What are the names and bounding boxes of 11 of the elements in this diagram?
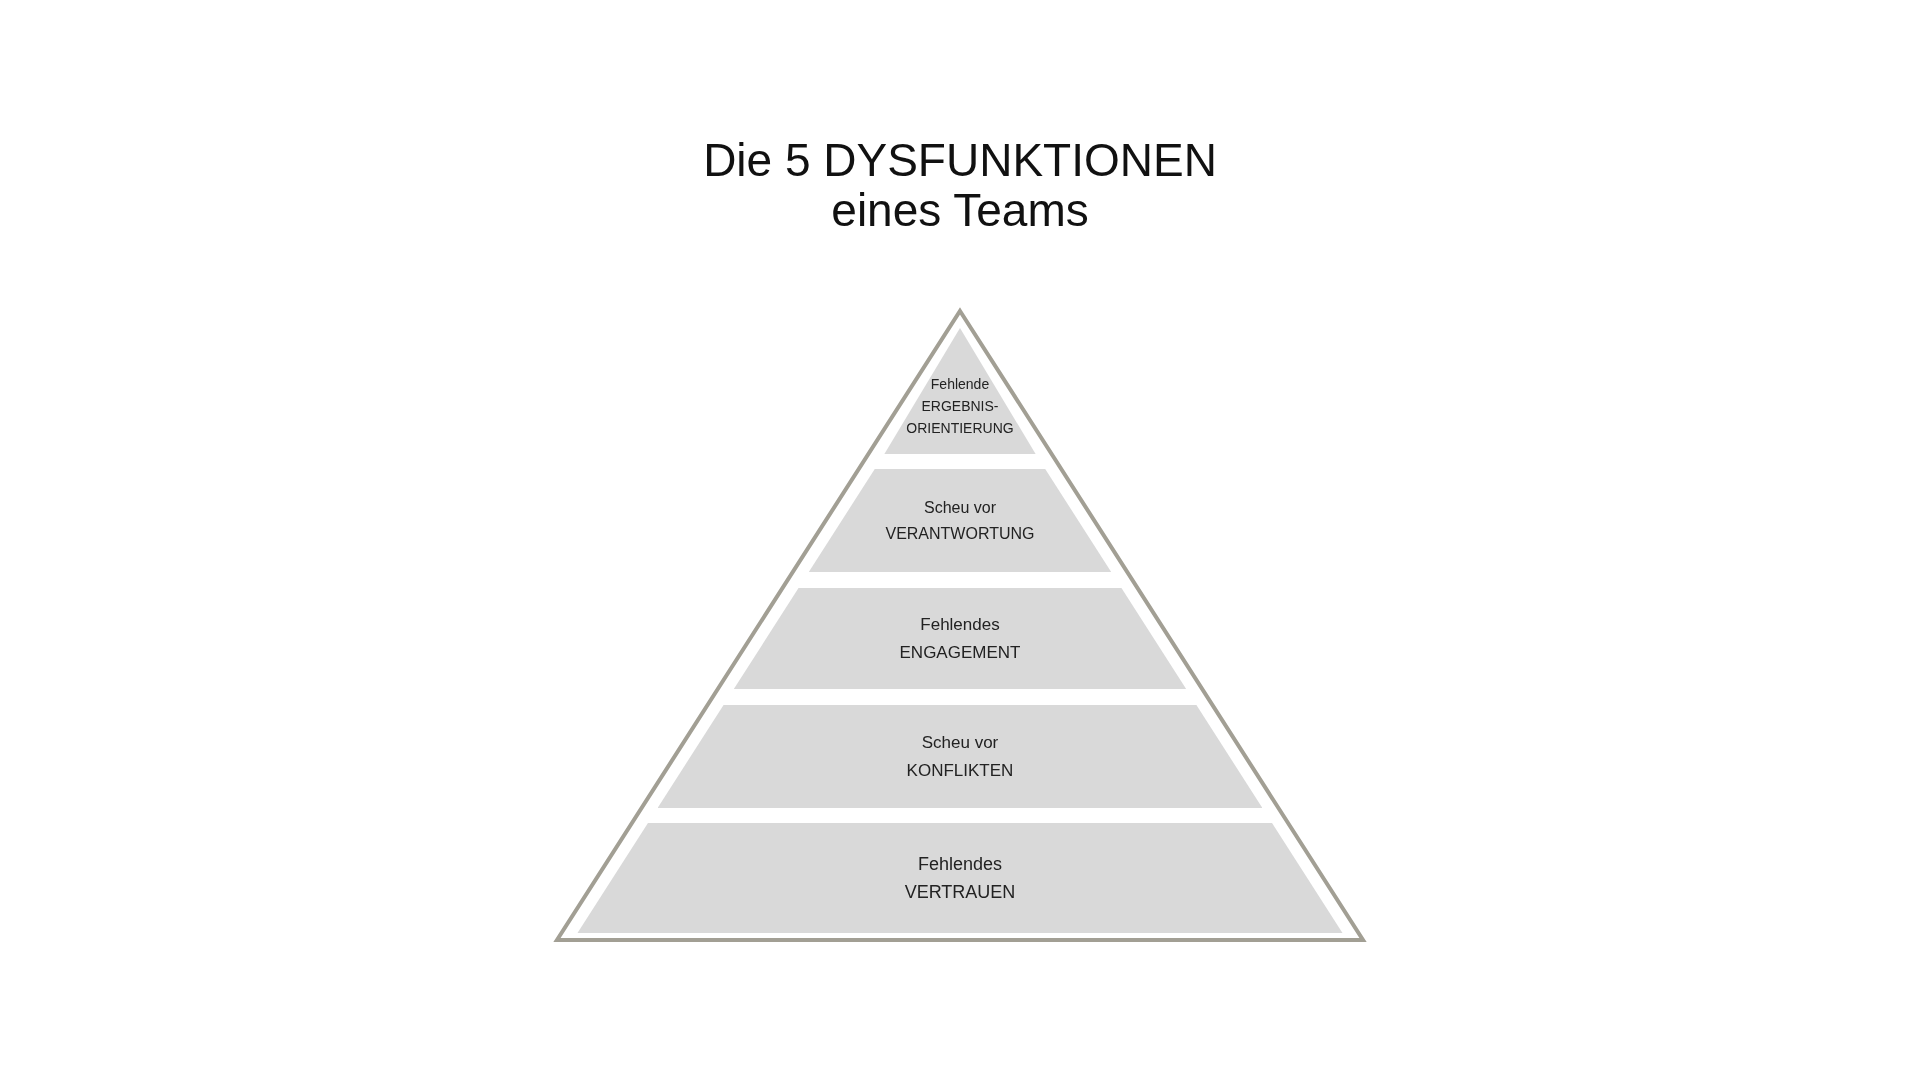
- layer-label: VERANTWORTUNG: [885, 523, 1035, 544]
- layer-label: Scheu vor: [921, 731, 999, 754]
- layer-label: Fehlendes: [917, 853, 1002, 875]
- layer-label: Fehlende: [930, 375, 990, 394]
- layer-label: Fehlendes: [920, 613, 1000, 636]
- layer-label: Scheu vor: [923, 497, 996, 518]
- layer-label: VERTRAUEN: [904, 881, 1016, 903]
- layer-label: ENGAGEMENT: [899, 641, 1021, 664]
- title: Die 5 DYSFUNKTIONEN eines Teams: [702, 135, 1218, 235]
- layer-label: ERGEBNIS-ORIENTIERUNG: [905, 397, 1015, 438]
- layer-label: KONFLIKTEN: [906, 759, 1014, 782]
